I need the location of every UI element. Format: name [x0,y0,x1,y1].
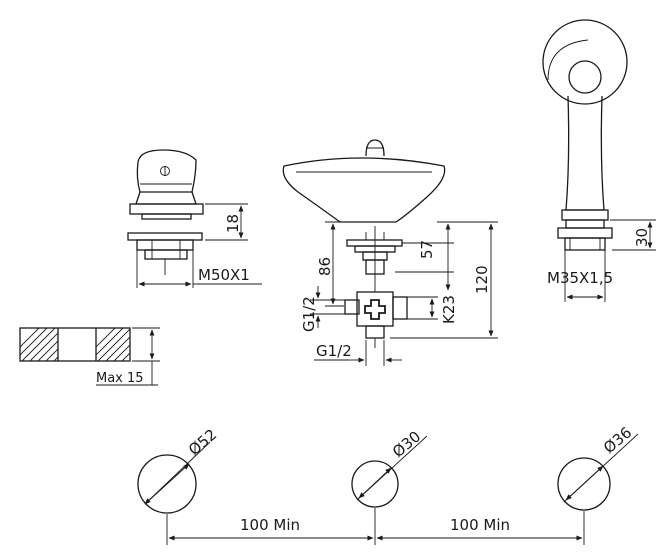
handshower-drawing: 30 M35X1,5 [542,19,656,302]
spout-thread-side-label: G1/2 [300,296,318,332]
spout-height-120-label: 120 [473,265,491,294]
handshower-height-label: 30 [633,228,651,247]
mixer-height-label: 18 [224,214,242,233]
spout-height-86-label: 86 [316,257,334,276]
hole-middle-circle [351,460,399,508]
spout-drawing: 86 57 120 G1/2 K23 G1/2 [282,139,498,366]
hole-right-diameter: Ø36 [600,423,635,457]
mixer-drawing: 18 M50X1 [127,149,262,288]
hole-layout: Ø52 Ø30 Ø36 100 Min 100 Min [137,423,639,545]
hole-middle-diameter: Ø30 [389,427,424,461]
spout-k-label: K23 [440,295,458,324]
deck-section: Max 15 [19,327,160,386]
spout-thread-bottom-label: G1/2 [316,342,352,360]
hole-spacing-left: 100 Min [240,516,300,534]
mixer-thread-label: M50X1 [198,266,250,284]
spout-height-57-label: 57 [418,240,436,259]
hole-right-circle [557,457,611,511]
hole-spacing-right: 100 Min [450,516,510,534]
handshower-thread-label: M35X1,5 [547,269,613,287]
deck-max-thickness-label: Max 15 [96,371,144,386]
hole-left-diameter: Ø52 [185,425,220,459]
hole-left-circle [137,454,197,514]
